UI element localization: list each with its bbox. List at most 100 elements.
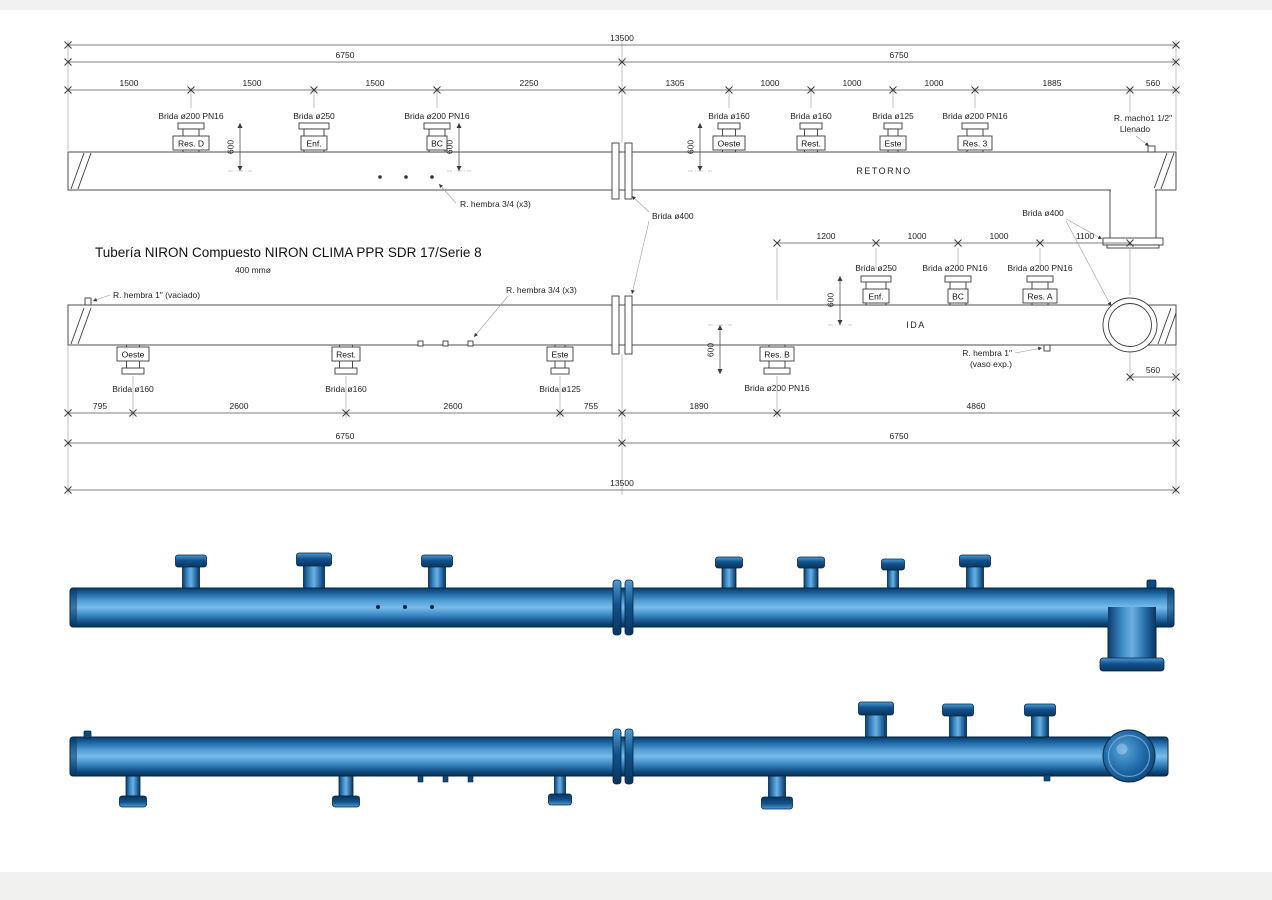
- drain-note: R. hembra 1" (vaciado): [113, 290, 200, 300]
- retorno-flange-bc: Brida ø200 PN16 BC: [404, 111, 470, 153]
- pipe-end-hatch: [70, 307, 92, 345]
- retorno-flange-res-3: Brida ø200 PN16 Res. 3: [942, 111, 1008, 153]
- flange-tag-box: [426, 135, 448, 151]
- dim-total-bottom: 13500: [610, 478, 634, 488]
- ida-manifold: 1200 1000 1000 1100 Brida ø250 Enf. Brid…: [67, 231, 1180, 394]
- pipe-cap-shade: [70, 738, 77, 775]
- flange-tag-box: [712, 135, 746, 151]
- flange-spec-label: Brida ø160: [708, 111, 750, 121]
- retorno-flange-oeste: Brida ø160 Oeste: [708, 111, 750, 153]
- leader-line: [630, 220, 650, 295]
- extension-lines: [67, 345, 1177, 495]
- flange-spec-label: Brida ø125: [872, 111, 914, 121]
- end-opening-highlight: [1116, 743, 1128, 755]
- ida-mid-dimensions: 1200 1000 1000 1100: [773, 231, 1134, 300]
- thread-point-3d: [430, 605, 434, 609]
- render-ida-3d: [69, 701, 1169, 810]
- flange-tag-box: [331, 346, 361, 362]
- dim-half-left-top: 6750: [336, 50, 355, 60]
- render-retorno-3d: [69, 552, 1175, 672]
- svg-text:600: 600: [826, 293, 836, 307]
- threads-note: R. hembra 3/4 (x3): [506, 285, 577, 295]
- leader-line: [1014, 346, 1043, 354]
- extension-lines: [67, 40, 1177, 150]
- leader-line: [438, 183, 457, 204]
- center-flange-label: Brida ø400: [652, 211, 694, 221]
- flange-tag: Res. A: [1027, 292, 1052, 302]
- coupling-disc-3d: [612, 728, 622, 785]
- dim-half-right-bottom: 6750: [890, 431, 909, 441]
- thread-point: [404, 175, 408, 179]
- pipe-cap-shade: [1167, 589, 1174, 626]
- dim-segment: 795: [93, 401, 107, 411]
- dim-segment: 1890: [690, 401, 709, 411]
- flange-tag-box: [957, 135, 993, 151]
- dim-segment: 1885: [1043, 78, 1062, 88]
- center-coupling: [611, 295, 633, 355]
- dim-segment: 2600: [230, 401, 249, 411]
- dim-segment: 1000: [761, 78, 780, 88]
- pipe-end-hatch: [70, 152, 1175, 190]
- dim-total-top: 13500: [610, 33, 634, 43]
- flange-tag: Enf.: [868, 292, 883, 302]
- flange-tag: BC: [952, 292, 964, 302]
- leader-line: [1065, 220, 1112, 307]
- ida-pipe-body: [67, 304, 1177, 346]
- end-opening-outer: [1102, 297, 1158, 353]
- drain-nipple-3d: [83, 730, 92, 739]
- retorno-pipe-body: [67, 151, 1177, 191]
- thread-point: [417, 340, 424, 347]
- flange-spec-label: Brida ø200 PN16: [1007, 263, 1072, 273]
- drop-dim-600: 600: [706, 324, 732, 374]
- fill-note-line2: Llenado: [1120, 124, 1151, 134]
- dim-segment: 2600: [444, 401, 463, 411]
- leader-line: [1135, 135, 1150, 147]
- retorno-flange-res-d: Brida ø200 PN16 Res. D: [158, 111, 224, 153]
- coupling-disc-3d: [624, 728, 634, 785]
- flange-spec-label: Brida ø250: [855, 263, 897, 273]
- dim-segment: 1305: [666, 78, 685, 88]
- drawing-title: Tubería NIRON Compuesto NIRON CLIMA PPR …: [95, 245, 482, 260]
- dim-segment: 755: [584, 401, 598, 411]
- thread-point-3d: [442, 775, 449, 783]
- leader-line: [92, 294, 111, 302]
- end-opening-inner: [1108, 303, 1152, 347]
- leader-line: [1065, 218, 1103, 240]
- elbow-3d: [1099, 607, 1165, 672]
- diameter-note: 400 mmø: [235, 265, 271, 275]
- pipe-body-3d: [69, 587, 1175, 628]
- ida-pipe-label: IDA: [906, 320, 926, 330]
- top-dimensions: 13500 6750 6750 1500 1500 1500 2250 1305…: [64, 33, 1180, 150]
- flange-tag-box: [947, 288, 969, 304]
- svg-text:560: 560: [1146, 365, 1160, 375]
- end-dim-560: 560: [1126, 353, 1180, 382]
- flange-spec-label: Brida ø250: [293, 111, 335, 121]
- end-flange-label: Brida ø400: [1022, 208, 1064, 218]
- flange-tag-box: [116, 346, 150, 362]
- expansion-nipple: [1043, 344, 1051, 352]
- threads-note: R. hembra 3/4 (x3): [460, 199, 531, 209]
- flange-tag-box: [546, 346, 574, 362]
- retorno-flange-rest: Brida ø160 Rest.: [790, 111, 832, 153]
- thread-point: [467, 340, 474, 347]
- riser-dim-600: 600: [445, 122, 471, 172]
- fill-note-line1: R. macho1 1/2": [1114, 113, 1172, 123]
- dim-segment: 560: [1146, 78, 1160, 88]
- expansion-nipple-3d: [1043, 774, 1051, 782]
- ida-flange-res-a: Brida ø200 PN16 Res. A: [1007, 263, 1073, 306]
- svg-text:600: 600: [445, 140, 455, 154]
- dim-segment: 1100: [1076, 231, 1095, 241]
- flange-tag-box: [759, 346, 795, 362]
- retorno-flange-enf: Brida ø250 Enf.: [293, 111, 335, 153]
- flange-spec-label: Brida ø200 PN16: [158, 111, 223, 121]
- flange-tag-box: [300, 135, 328, 151]
- flange-spec-label: Brida ø200 PN16: [942, 111, 1007, 121]
- fill-nipple: [1147, 145, 1156, 153]
- dim-segment: 1500: [366, 78, 385, 88]
- flange-tag: Rest.: [801, 139, 821, 149]
- flange-tag: Res. B: [764, 350, 790, 360]
- dim-segment: 1500: [120, 78, 139, 88]
- flange-tag-box: [172, 135, 210, 151]
